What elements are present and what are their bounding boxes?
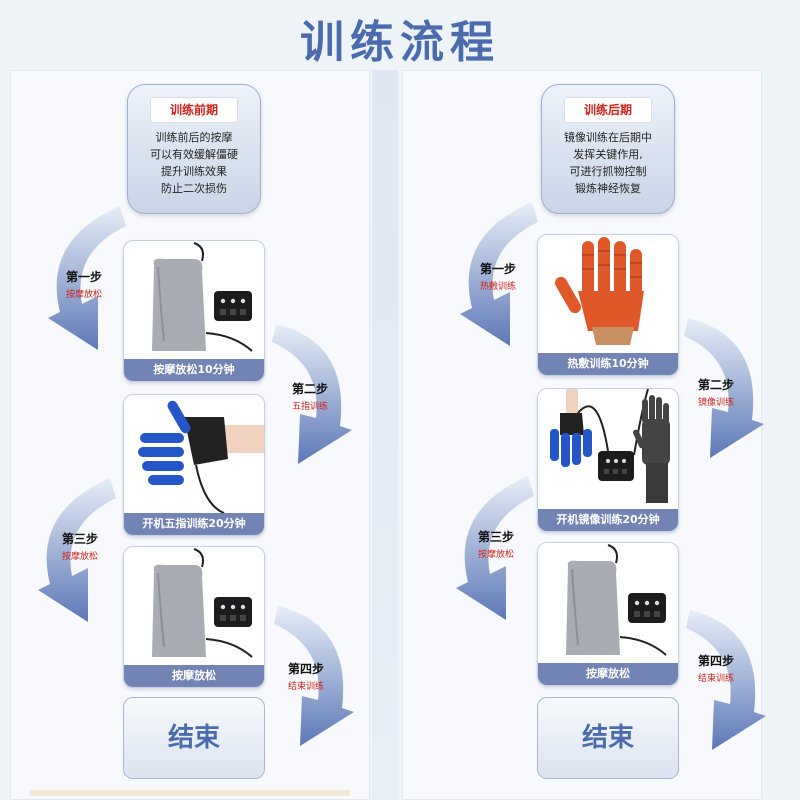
card-caption: 开机五指训练20分钟 bbox=[124, 513, 264, 535]
step-subtitle: 结束训练 bbox=[697, 674, 734, 684]
card-caption: 热敷训练10分钟 bbox=[538, 353, 678, 375]
card-caption: 按摩放松10分钟 bbox=[124, 359, 264, 381]
bottom-accent-bar bbox=[30, 790, 350, 796]
step-number: 第二步 bbox=[697, 378, 734, 392]
step-card: 按摩放松 bbox=[123, 546, 265, 688]
phase-description: 镜像训练在后期中 发挥关键作用, 可进行抓物控制 锻炼神经恢复 bbox=[564, 131, 652, 195]
step-number: 第四步 bbox=[697, 654, 734, 668]
step-subtitle: 按摩放松 bbox=[61, 552, 98, 562]
step-label: 第一步 热敷训练 bbox=[458, 260, 538, 292]
phase-tag: 训练前期 bbox=[150, 97, 238, 123]
step-subtitle: 按摩放松 bbox=[477, 550, 514, 560]
page-title: 训练流程 bbox=[300, 17, 500, 68]
end-box: 结束 bbox=[537, 697, 679, 779]
step-subtitle: 五指训练 bbox=[291, 402, 328, 412]
end-box: 结束 bbox=[123, 697, 265, 779]
step-card: 按摩放松10分钟 bbox=[123, 240, 265, 382]
card-caption: 按摩放松 bbox=[538, 663, 678, 685]
massage-mitt-image bbox=[124, 547, 264, 665]
step-number: 第一步 bbox=[65, 270, 102, 284]
massage-mitt-image bbox=[124, 241, 264, 359]
step-number: 第一步 bbox=[479, 262, 516, 276]
step-number: 第三步 bbox=[61, 532, 98, 546]
step-label: 第二步 镜像训练 bbox=[676, 376, 756, 408]
step-label: 第二步 五指训练 bbox=[270, 380, 350, 412]
step-card: 开机五指训练20分钟 bbox=[123, 394, 265, 536]
center-divider bbox=[372, 70, 398, 800]
curved-arrow-icon bbox=[456, 476, 534, 620]
step-label: 第四步 结束训练 bbox=[266, 660, 346, 692]
curved-arrow-icon bbox=[686, 610, 766, 750]
step-number: 第二步 bbox=[291, 382, 328, 396]
step-label: 第三步 按摩放松 bbox=[456, 528, 536, 560]
step-card: 开机镜像训练20分钟 bbox=[537, 388, 679, 532]
finger-training-glove-image bbox=[124, 395, 264, 514]
curved-arrow-icon bbox=[48, 206, 126, 350]
curved-arrow-icon bbox=[274, 606, 354, 746]
step-subtitle: 镜像训练 bbox=[697, 398, 734, 408]
mirror-training-set-image bbox=[538, 389, 678, 509]
phase-tag: 训练后期 bbox=[564, 97, 652, 123]
card-caption: 按摩放松 bbox=[124, 665, 264, 687]
step-number: 第三步 bbox=[477, 530, 514, 544]
card-caption: 开机镜像训练20分钟 bbox=[538, 509, 678, 531]
step-subtitle: 热敷训练 bbox=[479, 282, 516, 292]
step-subtitle: 按摩放松 bbox=[65, 290, 102, 300]
right-phase-note: 训练后期 镜像训练在后期中 发挥关键作用, 可进行抓物控制 锻炼神经恢复 bbox=[541, 84, 675, 214]
step-label: 第一步 按摩放松 bbox=[44, 268, 124, 300]
curved-arrow-icon bbox=[684, 318, 764, 458]
step-card: 按摩放松 bbox=[537, 542, 679, 686]
step-number: 第四步 bbox=[287, 662, 324, 676]
step-subtitle: 结束训练 bbox=[287, 682, 324, 692]
heat-therapy-glove-image bbox=[538, 235, 678, 353]
step-label: 第四步 结束训练 bbox=[676, 652, 756, 684]
step-card: 热敷训练10分钟 bbox=[537, 234, 679, 376]
curved-arrow-icon bbox=[38, 478, 116, 622]
curved-arrow-icon bbox=[272, 324, 352, 464]
step-label: 第三步 按摩放松 bbox=[40, 530, 120, 562]
curved-arrow-icon bbox=[460, 202, 538, 346]
massage-mitt-image bbox=[538, 543, 678, 663]
left-phase-note: 训练前期 训练前后的按摩 可以有效缓解僵硬 提升训练效果 防止二次损伤 bbox=[127, 84, 261, 214]
phase-description: 训练前后的按摩 可以有效缓解僵硬 提升训练效果 防止二次损伤 bbox=[150, 131, 238, 195]
